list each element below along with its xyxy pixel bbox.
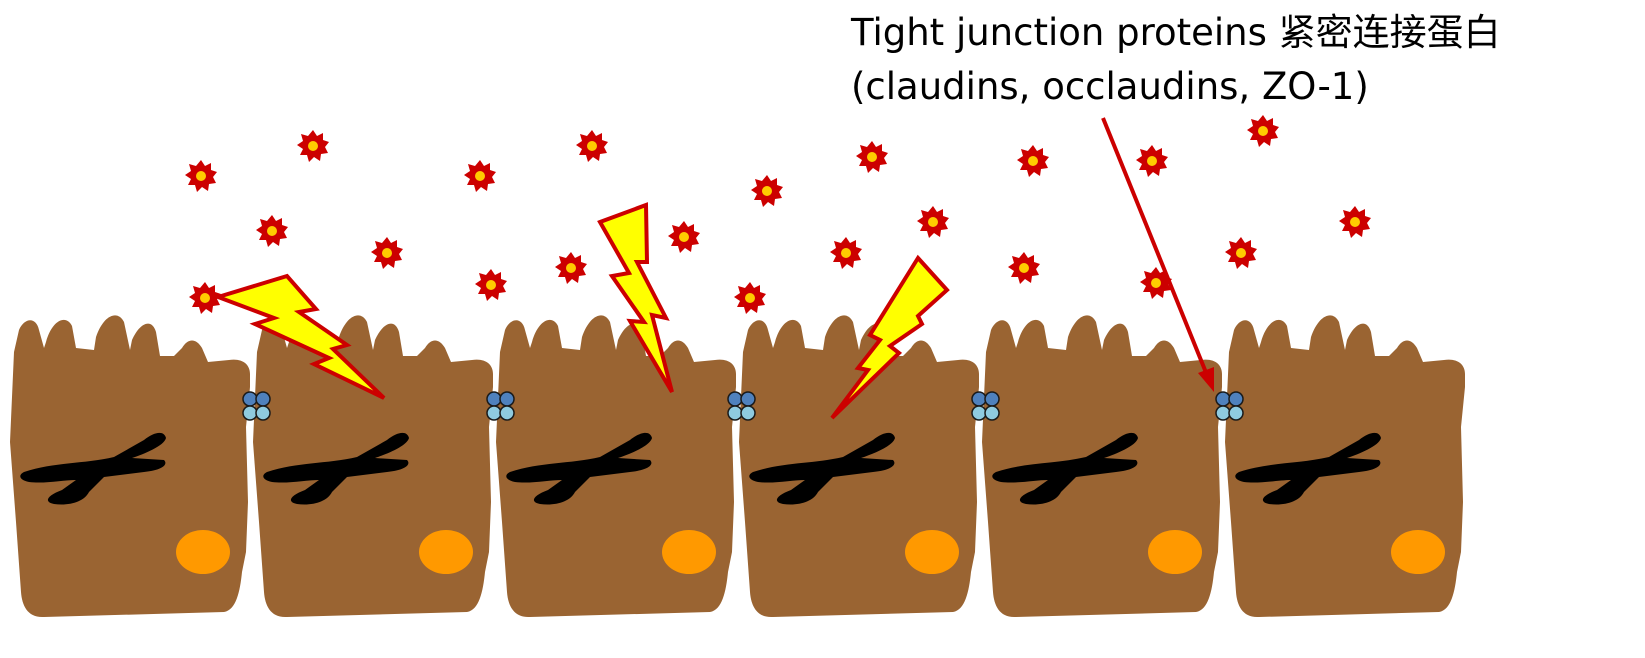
- organelle: [1148, 530, 1202, 574]
- toxin-particle-icon: [751, 175, 783, 207]
- toxin-particle-icon: [668, 221, 700, 253]
- toxin-particle-icon: [1339, 206, 1371, 238]
- epithelial-cell-4: [739, 315, 979, 617]
- annotation-line-2: (claudins, occlaudins, ZO-1): [851, 68, 1369, 105]
- toxin-particle-icon: [856, 141, 888, 173]
- toxin-particle-icon: [1136, 145, 1168, 177]
- particle-layer: [185, 115, 1371, 314]
- organelle: [905, 530, 959, 574]
- toxin-particle-icon: [917, 206, 949, 238]
- toxin-particle-icon: [475, 269, 507, 301]
- organelle: [176, 530, 230, 574]
- annotation-line-1: Tight junction proteins 紧密连接蛋白: [851, 14, 1501, 51]
- organelle: [662, 530, 716, 574]
- toxin-particle-icon: [555, 252, 587, 284]
- epithelial-cell-layer: [10, 315, 1465, 617]
- toxin-particle-icon: [297, 130, 329, 162]
- organelle: [1391, 530, 1445, 574]
- toxin-particle-icon: [1247, 115, 1279, 147]
- toxin-particle-icon: [371, 237, 403, 269]
- epithelial-cell-2: [253, 315, 493, 617]
- toxin-particle-icon: [1017, 145, 1049, 177]
- toxin-particle-icon: [1008, 252, 1040, 284]
- toxin-particle-icon: [734, 282, 766, 314]
- toxin-particle-icon: [1225, 237, 1257, 269]
- toxin-particle-icon: [576, 130, 608, 162]
- epithelial-cell-3: [496, 315, 736, 617]
- epithelial-cell-6: [1225, 315, 1465, 617]
- toxin-particle-icon: [830, 237, 862, 269]
- epithelial-cell-1: [10, 315, 250, 617]
- toxin-particle-icon: [464, 160, 496, 192]
- toxin-particle-icon: [256, 215, 288, 247]
- toxin-particle-icon: [185, 160, 217, 192]
- organelle: [419, 530, 473, 574]
- epithelial-cell-5: [982, 315, 1222, 617]
